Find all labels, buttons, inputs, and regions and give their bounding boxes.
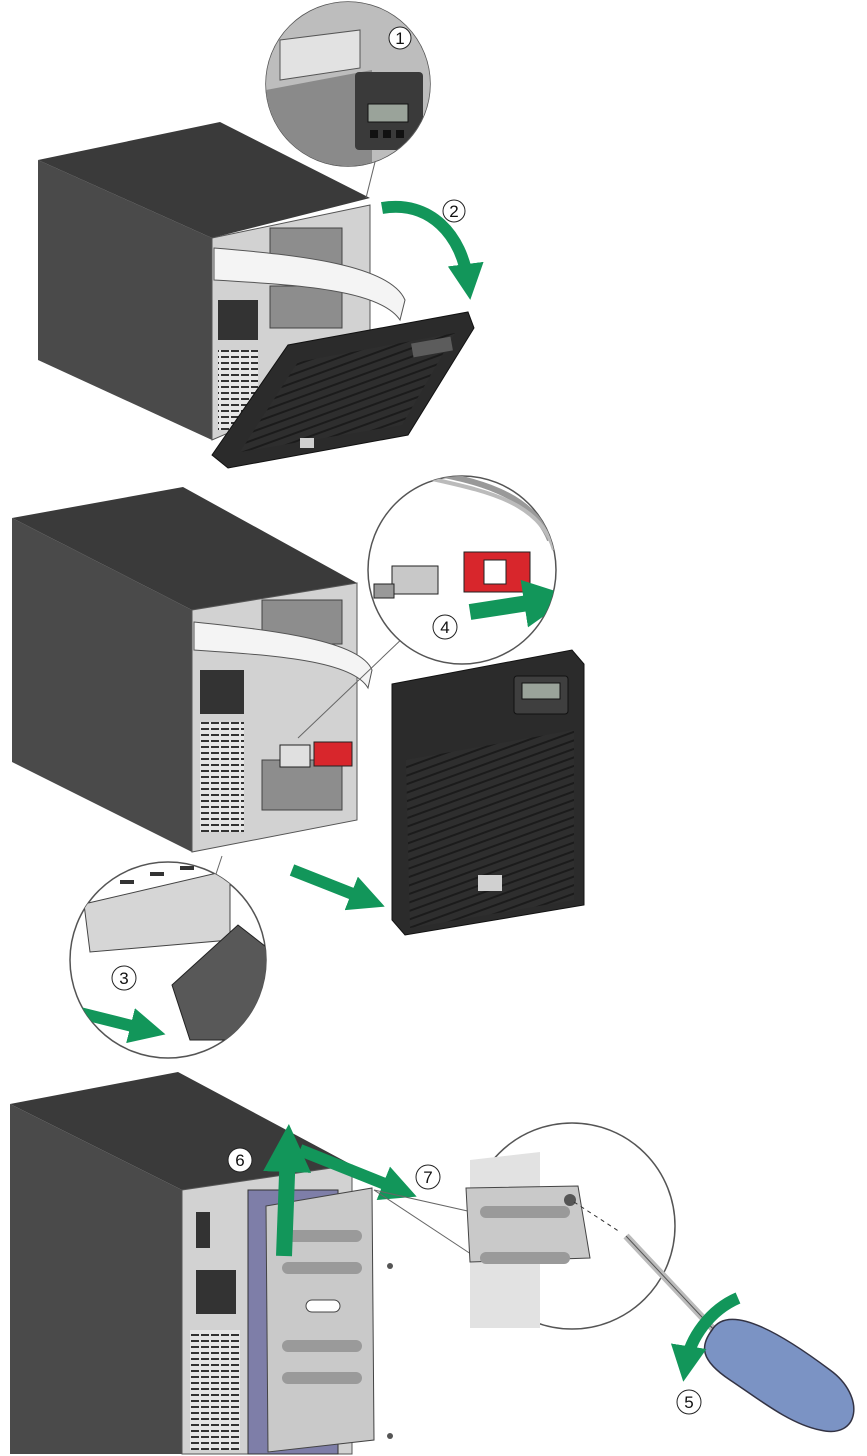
detail-screw-removal xyxy=(466,1123,675,1329)
panel-remove-cover: 4 3 xyxy=(12,470,584,1058)
screw-top xyxy=(387,1263,393,1269)
panel-open-cover: 1 2 xyxy=(38,0,474,468)
step-5-label: 5 xyxy=(684,1393,693,1412)
front-cover-removed xyxy=(392,650,584,935)
step-4-label: 4 xyxy=(440,618,449,637)
step-1-label: 1 xyxy=(395,29,404,48)
step-7-label: 7 xyxy=(423,1168,432,1187)
remove-cover-arrow xyxy=(292,870,368,900)
step-2-label: 2 xyxy=(449,202,458,221)
step-6-label: 6 xyxy=(235,1151,244,1170)
panel-remove-battery: 6 7 5 xyxy=(10,1072,854,1454)
lift-battery-arrow xyxy=(284,1148,288,1256)
detail-battery-connector: 4 xyxy=(368,470,556,664)
detail-display-panel: 1 xyxy=(260,0,440,175)
detail-cover-hinge: 3 xyxy=(68,862,270,1058)
screw-bottom xyxy=(387,1433,393,1439)
step-3-label: 3 xyxy=(119,969,128,988)
